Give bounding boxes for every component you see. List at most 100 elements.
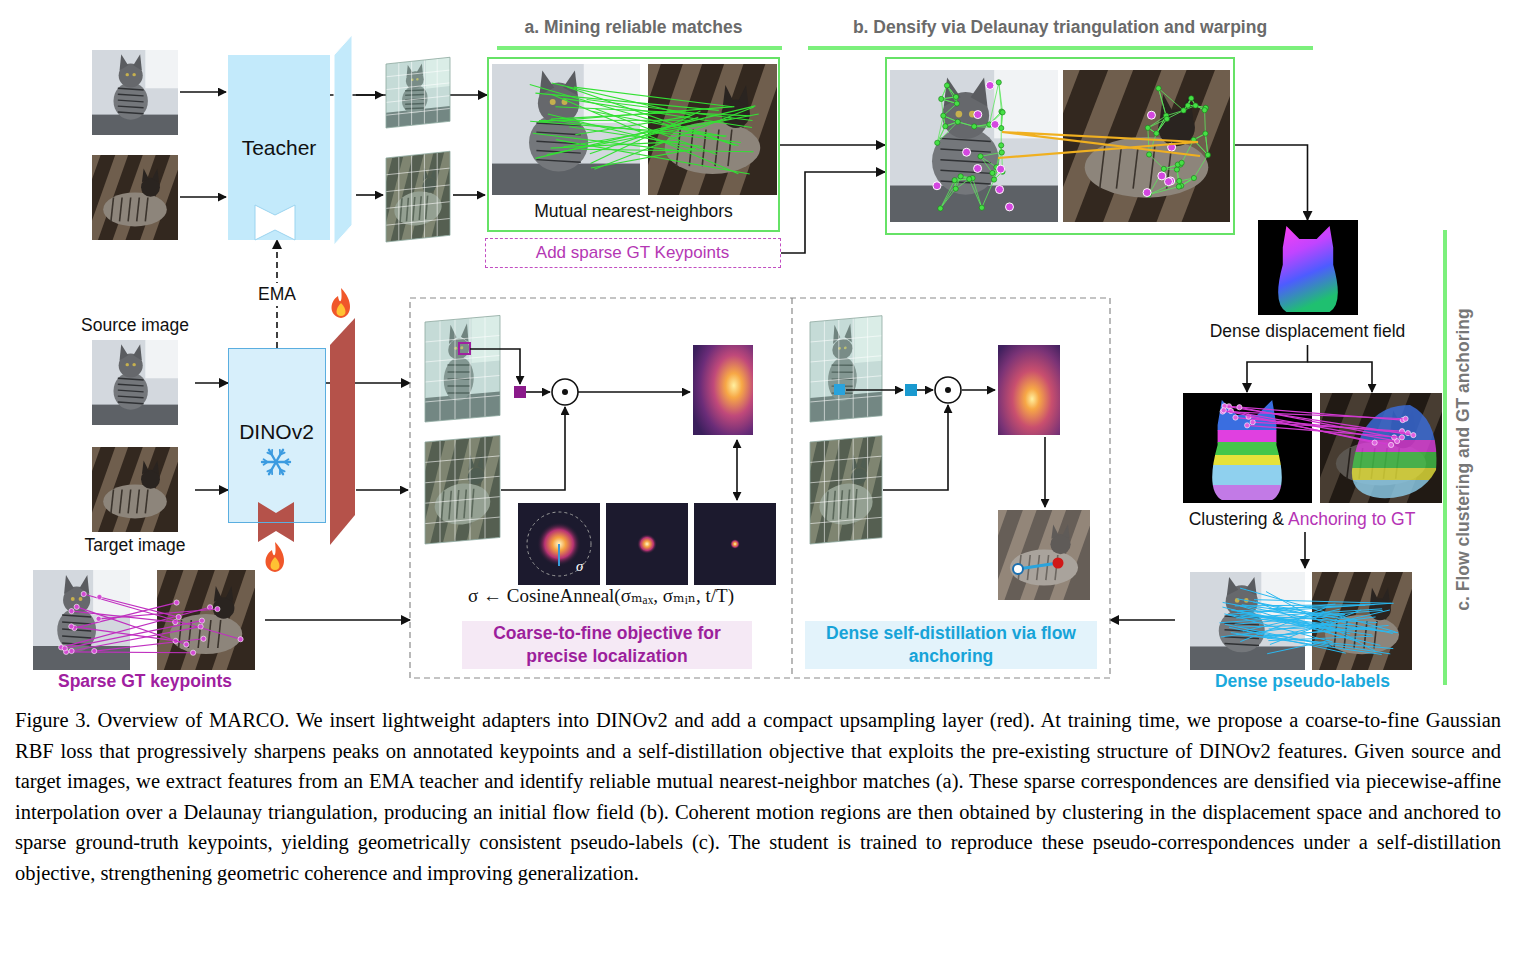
match-line [1262,616,1377,622]
photo-ground [386,151,450,242]
cat-stripe [118,94,144,96]
cat-ear [1370,588,1378,604]
cat-stripe [728,130,732,167]
gt-keypoint [963,148,971,156]
mesh-edge [1194,155,1208,178]
keypoint-dot [1237,405,1242,410]
grid-line [853,318,854,418]
cluster-band [1190,455,1305,466]
gt-keypoint [974,111,982,119]
mesh-point [935,140,940,145]
photo [810,436,882,544]
grid-line [424,60,425,124]
grid-line [853,438,854,540]
feature-border [425,435,500,544]
node-label: Add sparse GT Keypoints [486,243,779,263]
photo-ground [425,315,500,422]
node-label: b. Densify via Delaunay triangulation an… [787,17,1333,38]
match-line [1263,625,1388,636]
cat-ear [738,85,748,106]
cat-stripe [118,100,144,102]
grid-line [810,477,882,483]
mesh-point [1000,110,1005,115]
keypoint-dot [238,637,243,642]
mesh-edge [937,116,943,143]
arrow [1308,362,1373,392]
photo [386,57,450,128]
mesh-point [1181,108,1186,113]
grid-line [485,437,486,539]
grid-line [411,155,412,239]
cat-ear [226,586,234,602]
grid-line [838,319,839,419]
training-frame [410,298,1110,678]
photo-window [145,340,178,378]
cat-stripe [1364,621,1367,648]
cat-ear [120,54,129,70]
match-line [65,621,202,649]
feature-tint [425,435,500,544]
photo-ground [92,340,178,425]
cat-ear [80,575,90,594]
grid-line [810,517,882,523]
node-label: Source image [75,315,195,336]
gt-keypoint [1147,111,1155,119]
mesh-point [953,94,958,99]
node-label: Clustering & [1160,509,1284,530]
flow-end [1053,558,1064,569]
cat-ear [152,461,159,475]
feature-tint [386,151,450,242]
dinov2-body [228,348,326,523]
cat-stripe [137,198,140,222]
cat-body [114,82,148,119]
cat-stripe [208,620,211,648]
mesh-point [944,83,949,88]
photo [1320,393,1442,503]
grid-line [440,321,441,421]
image-node: Sparse GT keypoints [25,568,265,693]
photo-ground [810,436,882,544]
arrow [1044,437,1046,507]
snowflake-icon [276,461,290,463]
node-label: Dense self-distillation via flow anchori… [805,621,1097,669]
match-lines [530,83,759,174]
mesh-point [1203,131,1208,136]
photo-window [994,70,1058,138]
node-label: σ ← CosineAnneal(σₘₐₓ, σₘᵢₙ, t/T) [410,585,792,608]
photo-ground [890,70,1058,222]
feature-tint [810,436,882,544]
keypoint-dot [201,636,206,641]
grid-line [437,59,438,123]
grid-line [425,355,500,362]
node-label: a. Mining reliable matches [467,17,800,38]
gt-keypoint [986,81,994,89]
cluster-band [1345,452,1445,468]
mesh-point [1145,125,1150,130]
cat-stripe [128,490,131,514]
light-stripe [1157,70,1230,222]
grid-line [424,154,425,238]
mesh-point [954,101,959,106]
keypoint-dot [96,616,101,621]
node-label: σ [576,557,583,575]
query-feature [905,384,917,396]
photo-ground [998,510,1090,600]
feature-border [425,315,500,422]
arrow [578,391,690,393]
cat-ear [133,54,142,70]
mesh-point [996,80,1001,85]
snowflake-icon [269,450,276,462]
grid-line [425,476,500,483]
mesh-point [999,150,1004,155]
mesh-edge [1205,134,1207,155]
grid-line [425,497,500,504]
snowflake-icon [271,469,273,474]
photo-ground [492,64,640,195]
image-node: Clustering &Anchoring to GT [1160,392,1450,532]
keypoint-dot [69,609,74,614]
fire-icon [271,557,280,570]
keypoint-dot [1233,415,1238,420]
photo [810,316,882,422]
feature-tint [810,316,882,422]
warp-lines [998,132,1200,158]
